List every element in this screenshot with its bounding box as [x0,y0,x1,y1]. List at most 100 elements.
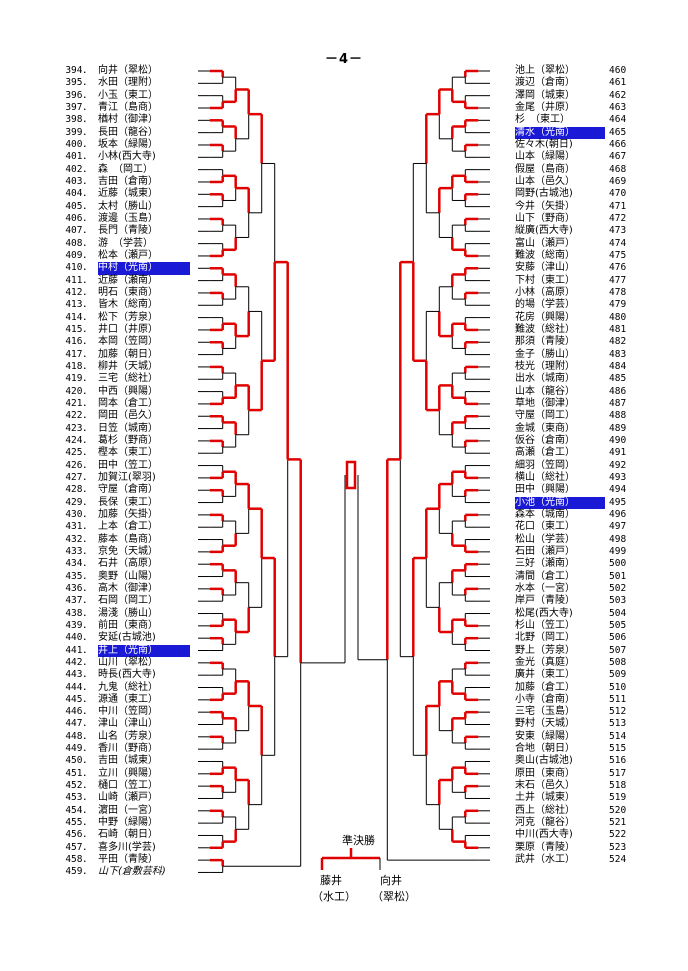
entry-name: 石井（高原） [98,558,158,570]
entry-number: 495 [609,496,627,508]
right-entry: 富山（瀬戸）474 [515,238,637,250]
entry-number: 517 [609,767,627,779]
entry-number: 508 [609,656,627,668]
entry-name: 金尾（井原） [515,101,575,113]
entry-name: 池上（翠松） [515,65,575,76]
entry-number: 453． [65,792,92,804]
right-entry: 武井（水工）524 [515,854,637,866]
entry-number: 504 [609,607,627,619]
left-entry: 417．加藤（朝日） [62,349,190,361]
entry-name: 中野（緑陽） [98,817,158,829]
entry-number: 519 [609,792,627,804]
entry-name: 水本（一宮） [515,582,575,594]
left-entry: 452．樋口（笠工） [62,780,190,792]
entry-number: 432． [65,533,92,545]
entry-number: 450． [65,755,92,767]
entry-name: 皆木（総南） [98,299,158,311]
entry-name: 仮谷（倉南） [515,434,575,446]
entry-name: 立川（興陽） [98,767,158,779]
semifinal-label: 準決勝 [342,834,375,847]
entry-name: 加藤（矢掛） [98,508,158,520]
semifinal-left-name: 藤井 [320,874,342,887]
right-entry: 三好（瀬南） 500 [515,558,637,570]
entry-name: 河克（龍谷） [515,817,575,829]
entry-number: 417． [65,348,92,360]
left-entry: 411．近藤（瀬南） [62,275,190,287]
entry-number: 404． [65,188,92,200]
entry-number: 502 [609,582,627,594]
entry-name: 山川（翠松） [98,656,158,668]
entry-name: 山名（芳泉） [98,730,158,742]
entry-number: 481 [609,323,627,335]
entry-number: 485 [609,373,627,385]
right-entry: 難波（総南）475 [515,250,637,262]
left-entry: 453．山崎（瀬戸） [62,792,190,804]
entry-name: 松下（芳泉） [98,311,158,323]
entry-name: 葛杉（野商） [98,434,158,446]
entry-name: 三好（瀬南） [515,558,575,570]
left-entry: 451．立川（興陽） [62,768,190,780]
entry-name: 津山（津山） [98,718,158,730]
entry-number: 487 [609,397,627,409]
right-entry: 那須（青陵）482 [515,336,637,348]
left-entry: 410．中村（光南） [62,262,190,275]
right-entry: 山本（龍谷）486 [515,386,637,398]
entry-name: 奥山(古城池) [515,755,573,767]
entry-number: 514 [609,730,627,742]
entry-number: 452． [65,780,92,792]
entry-number: 427． [65,471,92,483]
entry-name: 難波（総社） [515,323,575,335]
entry-name: 小池（光南） [515,496,605,509]
entry-name: 武井（水工） [515,854,575,866]
right-entry: 枝光（理附）484 [515,361,637,373]
entry-number: 394． [65,65,92,76]
entry-number: 500 [609,558,627,570]
left-entry: 404．近藤（城東） [62,188,190,200]
entry-name: 岡野(古城池) [515,188,573,200]
entry-number: 410． [65,262,92,274]
entry-name: 日笠（城南） [98,422,158,434]
entry-name: 金光（真庭） [515,656,575,668]
entry-name: 金子（勝山） [515,348,575,360]
left-entry: 408．游 （学芸） [62,238,190,250]
right-entry: 横山（総社）493 [515,472,637,484]
entry-number: 461 [609,77,627,89]
left-entry: 394．向井（翠松） [62,65,190,77]
entry-name: 喜多川(学芸) [98,841,156,853]
left-entry: 444．九鬼（総社） [62,682,190,694]
entry-name: 田中（興陽） [515,484,575,496]
entry-name: 田中（笠工） [98,459,158,471]
right-entry: 安藤（津山）476 [515,262,637,274]
entry-name: 花房（興陽） [515,311,575,323]
entry-name: 青江（島商） [98,101,158,113]
entry-number: 434． [65,558,92,570]
entry-number: 510 [609,681,627,693]
right-entry: 難波（総社） 481 [515,324,637,336]
entry-number: 471 [609,200,627,212]
entry-name: 高瀬（倉工） [515,447,575,459]
entry-number: 442． [65,656,92,668]
entry-number: 413． [65,299,92,311]
entry-name: 時長(西大寺) [98,669,156,681]
entry-name: 廣井（東工） [515,669,575,681]
page-title: －4－ [324,52,364,67]
right-entry: 花口（東工）497 [515,521,637,533]
entry-number: 484 [609,360,627,372]
entry-number: 456． [65,829,92,841]
left-entry: 420．中西（興陽） [62,386,190,398]
entry-number: 395． [65,77,92,89]
entry-name: 杉山（笠工） [515,619,575,631]
entry-name: 明石（東商） [98,286,158,298]
right-entry: 三宅（玉島）512 [515,706,637,718]
entry-name: 三宅（玉島） [515,706,575,718]
entry-number: 501 [609,570,627,582]
right-entry: 岡野(古城池)470 [515,188,637,200]
entry-name: 野上（芳泉） [515,644,575,656]
entry-number: 492 [609,459,627,471]
entry-number: 491 [609,447,627,459]
entry-name: 下村（東工） [515,274,575,286]
entry-name: 中川（笠岡） [98,706,158,718]
entry-name: 山本（龍谷） [515,385,575,397]
entry-name: 太村（勝山） [98,200,158,212]
entry-name: 渡邊（玉島） [98,212,158,224]
